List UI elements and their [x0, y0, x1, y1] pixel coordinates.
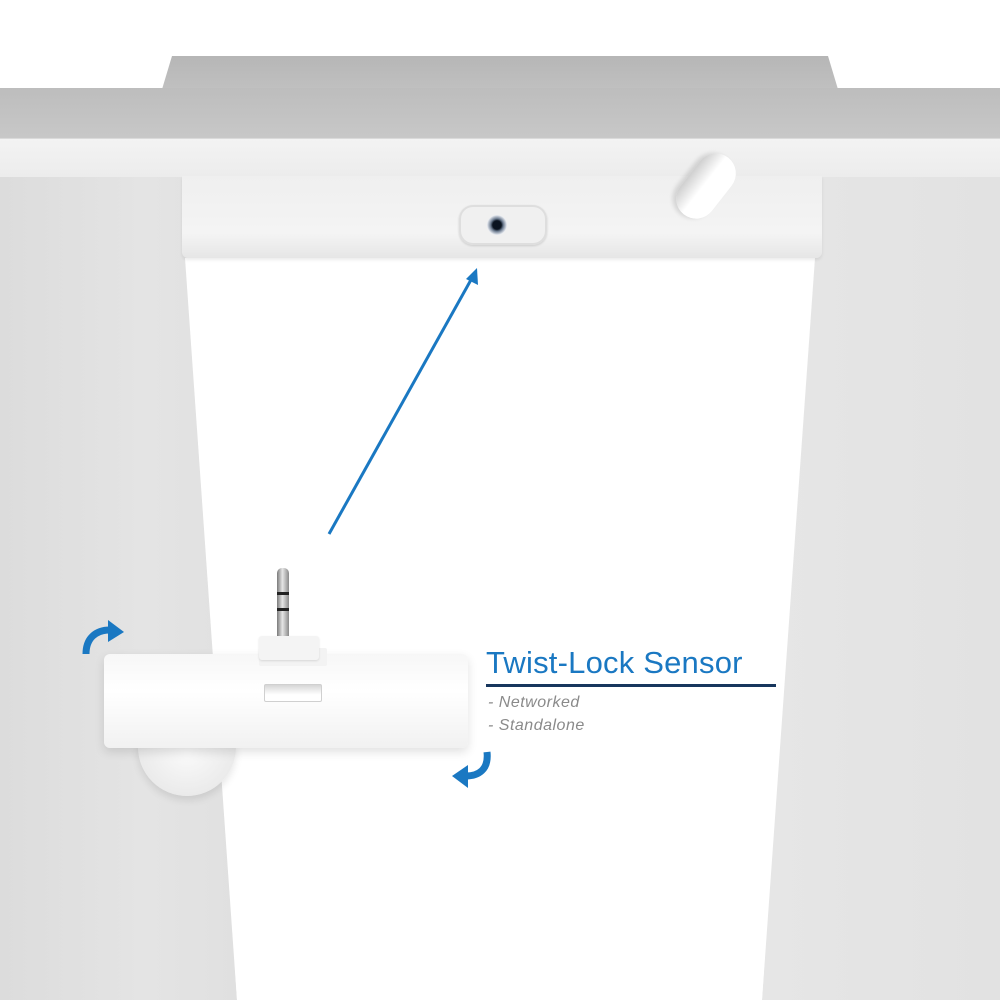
callout-underline — [486, 684, 776, 687]
sensor-socket — [459, 205, 547, 245]
rotate-clockwise-icon — [82, 620, 124, 655]
install-arrow-icon — [327, 268, 478, 535]
light-panel — [185, 258, 815, 1000]
sensor-options-list: - Networked - Standalone — [488, 691, 778, 737]
rotate-counterclockwise-icon — [452, 751, 491, 788]
option-networked: - Networked — [488, 694, 580, 711]
twist-lock-sensor-device — [104, 648, 468, 796]
fixture-housing-lip — [0, 88, 1000, 140]
callout-title: Twist-Lock Sensor — [486, 645, 743, 680]
audio-jack-plug — [277, 568, 289, 650]
socket-hole-icon — [487, 215, 507, 235]
jack-ring — [277, 608, 289, 611]
sensor-slot — [264, 684, 322, 702]
jack-collar — [259, 636, 319, 660]
sensor-callout: Twist-Lock Sensor - Networked - Standalo… — [486, 645, 778, 737]
option-standalone: - Standalone — [488, 717, 585, 734]
jack-ring — [277, 592, 289, 595]
fixture-frame-bar — [0, 138, 1000, 177]
